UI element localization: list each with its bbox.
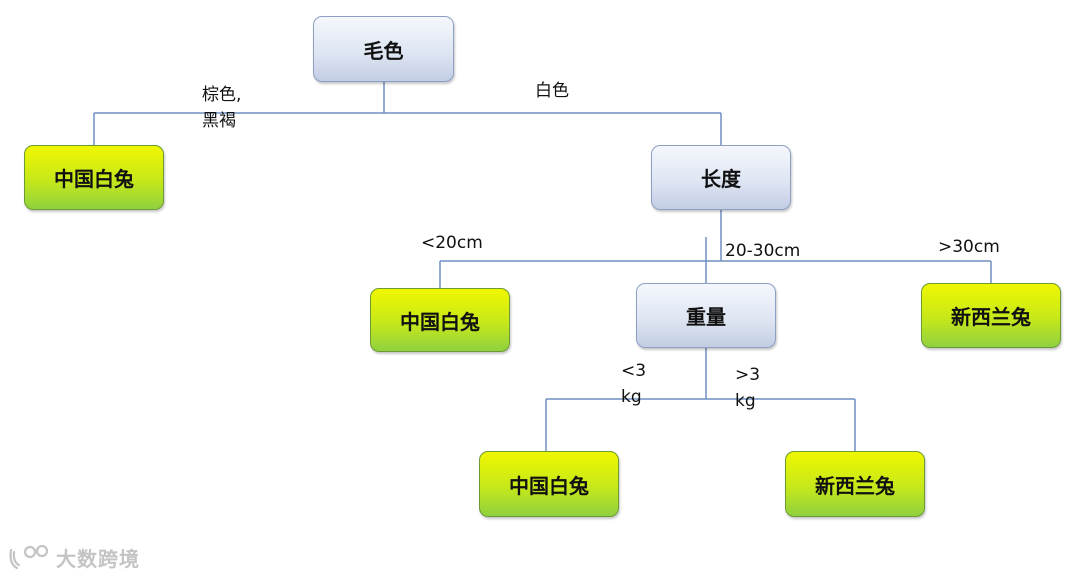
edge-label-gt3kg: >3 kg [735, 362, 760, 414]
edge-label-gt3kg-line2: kg [735, 391, 756, 411]
watermark: 大数跨境 [8, 542, 140, 572]
decision-node-weight: 重量 [636, 283, 776, 348]
edge-label-white: 白色 [535, 81, 569, 101]
edge-label-gt3kg-line1: >3 [735, 365, 761, 385]
edge-label-lt3kg-line2: kg [621, 387, 642, 407]
watermark-text: 大数跨境 [56, 546, 140, 571]
edge-label-lt20cm: <20cm [421, 233, 483, 253]
leaf-node-brown: 中国白兔 [24, 145, 164, 210]
edge-label-20-30cm: 20-30cm [725, 241, 801, 261]
edge-label-brown-line2: 黑褐 [202, 111, 236, 131]
decision-node-length: 长度 [651, 145, 791, 210]
root-node-fur-color: 毛色 [313, 16, 454, 82]
leaf-node-short: 中国白兔 [370, 288, 510, 352]
leaf-node-long: 新西兰兔 [921, 283, 1061, 348]
edge-label-brown: 棕色, 黑褐 [202, 82, 241, 134]
edge-label-lt3kg-line1: <3 [621, 361, 647, 381]
edge-label-gt30cm: >30cm [938, 237, 1000, 257]
edge-label-brown-line1: 棕色, [202, 85, 242, 105]
edge-label-lt3kg: <3 kg [621, 358, 646, 410]
leaf-node-light: 中国白兔 [479, 451, 619, 517]
logo-icon [9, 544, 49, 570]
leaf-node-heavy: 新西兰兔 [785, 451, 925, 517]
